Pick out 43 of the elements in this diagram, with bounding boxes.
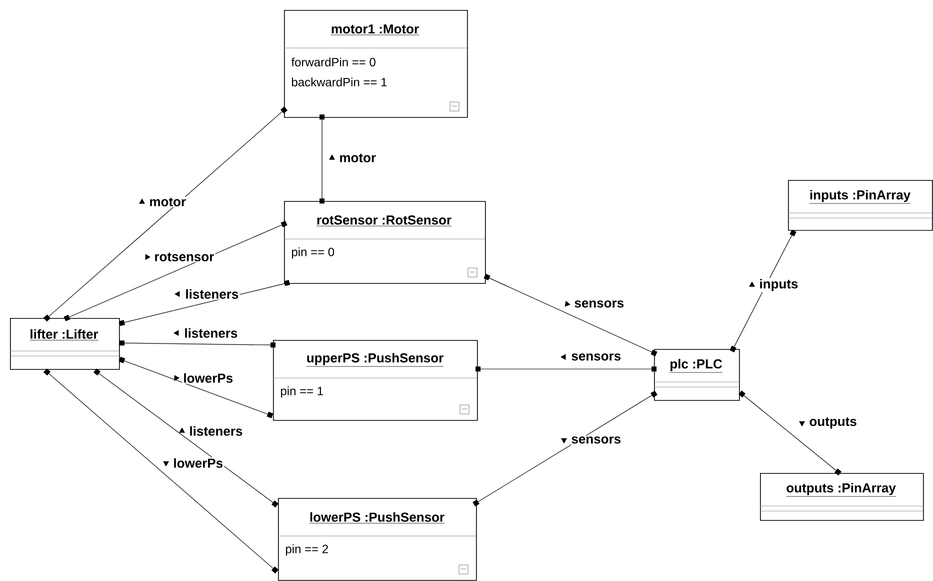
object-name: upperPS :PushSensor: [306, 352, 444, 367]
object-box: [278, 498, 477, 581]
attribute: pin == 1: [280, 386, 323, 398]
object-box: [284, 201, 486, 284]
link: [119, 340, 276, 348]
edge-label: listeners: [190, 426, 242, 436]
attribute: forwardPin == 0: [291, 58, 376, 66]
edge-label: motor: [150, 198, 186, 206]
object-name: lifter :Lifter: [30, 329, 98, 340]
attribute: pin == 0: [292, 247, 334, 259]
link: [472, 390, 658, 506]
edge-label: motor: [340, 154, 376, 162]
edge-label: sensors: [572, 436, 621, 444]
edge-label: outputs: [810, 417, 856, 429]
edge-label: lowerPs: [174, 458, 223, 468]
link: [94, 368, 278, 508]
edge-label: inputs: [760, 278, 798, 292]
object-name: rotSensor :RotSensor: [316, 215, 452, 226]
object-name: plc :PLC: [669, 358, 723, 373]
object-box: [272, 340, 478, 421]
link: [476, 366, 656, 372]
edge-label: listeners: [185, 328, 238, 338]
object-name: outputs :PinArray: [786, 482, 896, 497]
attribute: backwardPin == 1: [292, 78, 387, 86]
object-box: [788, 180, 933, 231]
edge-label: sensors: [574, 300, 624, 308]
object-box: [760, 473, 924, 521]
link: [484, 274, 658, 356]
link: [320, 114, 324, 204]
edge-label: lowerPs: [184, 373, 233, 383]
object-box: [654, 349, 740, 401]
edge-label: listeners: [186, 289, 238, 299]
link: [64, 220, 288, 322]
edge-label: sensors: [572, 353, 621, 361]
attribute: pin == 2: [286, 544, 328, 556]
edge-label: rotsensor: [155, 252, 214, 262]
object-box: [284, 10, 468, 118]
object-name: motor1 :Motor: [330, 24, 420, 36]
link: [118, 356, 274, 418]
link: [730, 230, 796, 352]
object-name: inputs :PinArray: [809, 190, 911, 204]
object-name: lowerPS :PushSensor: [309, 512, 445, 524]
object-box: [10, 318, 120, 370]
